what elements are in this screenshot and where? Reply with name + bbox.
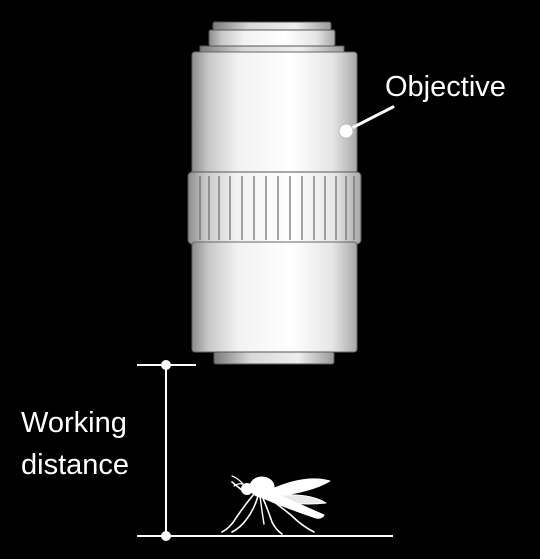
objective-tip: [213, 351, 335, 365]
objective-upper-barrel: [191, 51, 358, 175]
working-distance-label-line2: distance: [21, 449, 130, 481]
objective-callout: [338, 105, 395, 139]
working-distance-label-line1: Working: [21, 407, 127, 439]
objective-callout-dot: [338, 123, 354, 139]
working-distance-label: Working distance: [21, 402, 129, 486]
objective-top-thread: [212, 21, 332, 31]
mosquito-icon: [221, 475, 331, 535]
objective-lens: [187, 21, 362, 365]
objective-top-cap: [208, 29, 336, 47]
working-distance-dimension: [137, 360, 196, 541]
objective-leader-line: [344, 105, 395, 133]
wd-top-dot: [161, 360, 171, 370]
objective-label: Objective: [385, 71, 506, 103]
objective-lower-barrel: [191, 241, 358, 353]
knurl-grooves: [199, 176, 355, 240]
objective-knurled-ring: [187, 171, 362, 245]
